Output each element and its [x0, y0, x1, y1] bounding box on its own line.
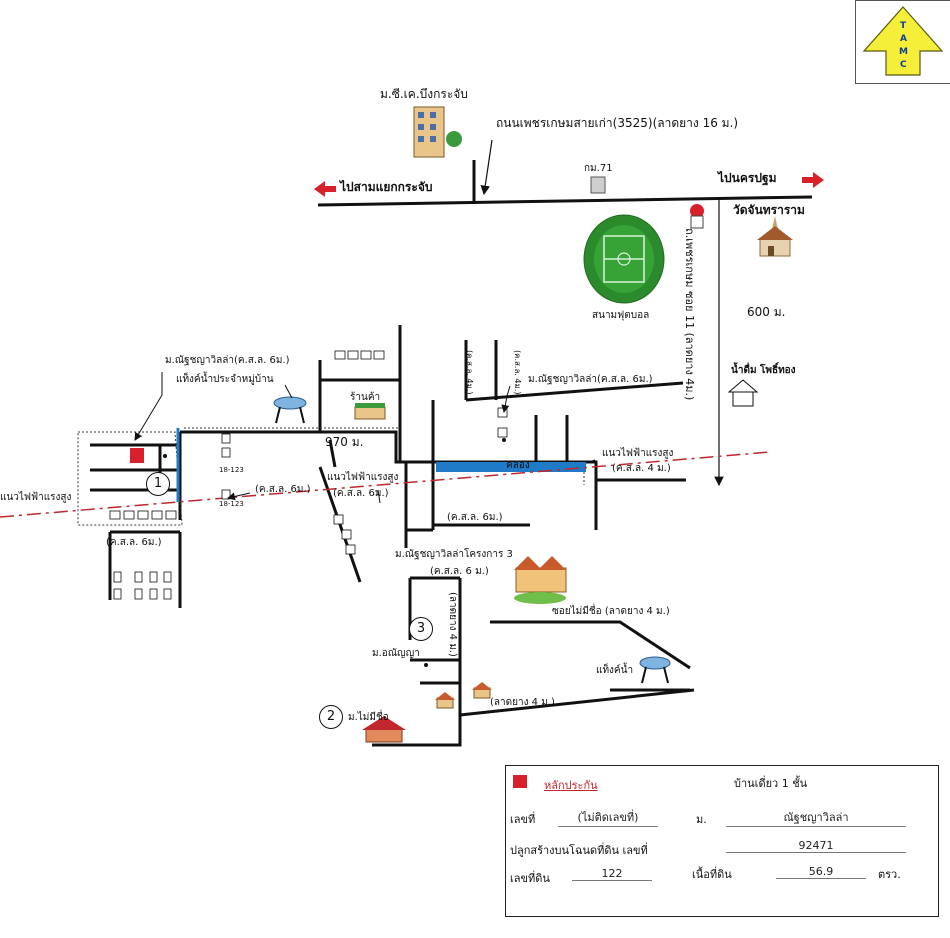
no-name-village-house-icon	[362, 716, 406, 743]
collateral-house-marker	[130, 448, 144, 463]
left-direction-arrow	[314, 181, 336, 197]
compass-letter-c: C	[900, 60, 907, 70]
road-network	[90, 325, 695, 747]
hv-line-right-label: แนวไฟฟ้าแรงสูง	[602, 448, 674, 459]
petchkasem-road-label: ถนนเพชรเกษมสายเก่า(3525)(ลาดยาง 16 ม.)	[496, 116, 739, 130]
to-sam-yaek-label: ไปสามแยกกระจับ	[340, 180, 433, 194]
canal-label: คลอง	[506, 460, 530, 471]
compass-letter-m: M	[899, 47, 908, 57]
marker-3: 3	[409, 617, 433, 641]
house-row-icons	[109, 350, 508, 600]
compass-letter-a: A	[900, 34, 907, 44]
stadium-label: สนามฟุตบอล	[592, 310, 650, 321]
km-post-icon	[590, 176, 606, 194]
stadium-icon	[583, 214, 665, 304]
laterite-4m-label-b: (ลาดยาง 4 ม.)	[490, 697, 555, 708]
area-value: 56.9	[776, 865, 866, 879]
house-code-label-1: 18-123	[219, 466, 244, 474]
km-post-label: กม.71	[584, 163, 613, 174]
moo-label: ม.	[696, 813, 707, 826]
water-tower-icon	[639, 656, 671, 684]
anyanya-house-icons	[435, 682, 492, 709]
road-6m-label-b: (ค.ส.ล. 6ม.)	[255, 484, 311, 495]
petchkasem-road	[317, 195, 813, 207]
compass-logo: T A M C	[855, 0, 950, 84]
mid-village-label: ม.ณัฐชญาวิลล่า(ค.ส.ล. 6ม.)	[528, 374, 653, 385]
house-no-value: (ไม่ติดเลขที่)	[558, 808, 658, 827]
water-shop-house-icon	[727, 379, 759, 407]
village-water-tower-label: แท็งค์น้ำประจำหมู่บ้าน	[176, 374, 274, 385]
to-nakhon-pathom-label: ไปนครปฐม	[718, 171, 777, 185]
temple-icon	[757, 216, 793, 257]
area-unit: ตรว.	[878, 868, 901, 881]
road-6m-label-d: (ค.ส.ล. 6ม.)	[106, 537, 162, 548]
marker-2: 2	[319, 705, 343, 729]
road-4m-label-c: (ค.ส.ล. 4 ม.)	[612, 463, 671, 474]
water-shop-label: น้ำดื่ม โพธิ์ทอง	[731, 365, 796, 376]
ck-village-building-icon	[413, 106, 462, 158]
shop-label: ร้านค้า	[350, 392, 381, 403]
laterite-4m-label-a: (ลาดยาง 4 ม.)	[447, 592, 458, 657]
project3-label: ม.ณัฐชญาวิลล่าโครงการ 3	[395, 549, 513, 560]
land-no-value: 122	[572, 867, 652, 881]
marker-1: 1	[146, 472, 170, 496]
main-village-label: ม.ณัฐชญาวิลล่า(ค.ส.ล. 6ม.)	[165, 355, 290, 366]
soi-no-name-label: ซอยไม่มีชื่อ (ลาดยาง 4 ม.)	[552, 606, 670, 617]
main-village-boundary	[77, 431, 183, 526]
property-legend: หลักประกัน บ้านเดี่ยว 1 ชั้น เลขที่ (ไม่…	[505, 765, 939, 917]
road-6m-label-c: (ค.ส.ล. 6ม.)	[447, 512, 503, 523]
right-direction-arrow	[802, 172, 824, 188]
area-label: เนื้อที่ดิน	[692, 868, 732, 881]
shop-icon	[354, 403, 386, 420]
collateral-label: หลักประกัน	[544, 779, 598, 792]
building-type: บ้านเดี่ยว 1 ชั้น	[734, 777, 808, 790]
distance-600-label: 600 ม.	[747, 305, 786, 319]
house-no-label: เลขที่	[510, 813, 536, 826]
water-tower-label: แท็งค์น้ำ	[596, 665, 634, 676]
distance-970-label: 970 ม.	[325, 435, 364, 449]
compass-letter-t: T	[900, 21, 907, 31]
canal	[436, 462, 586, 472]
project3-building-icon	[514, 556, 567, 604]
road-6m-label-a: (ค.ส.ล. 6ม.)	[333, 488, 389, 499]
collateral-color-swatch	[513, 775, 527, 788]
temple-label: วัดจันทราราม	[733, 203, 805, 217]
road-4m-label-b: (ค.ส.ล. 4ม.)	[513, 350, 522, 395]
ck-village-label: ม.ซี.เค.บึงกระจับ	[380, 87, 468, 101]
road-6-m-label: (ค.ส.ล. 6 ม.)	[430, 566, 489, 577]
deed-value: 92471	[726, 839, 906, 853]
village-water-tower-icon	[273, 396, 307, 424]
road-4m-label-a: (ค.ส.ล. 4ม.)	[465, 350, 474, 395]
hv-line-left-label: แนวไฟฟ้าแรงสูง	[0, 492, 72, 503]
hv-line-mid-label: แนวไฟฟ้าแรงสูง	[327, 472, 399, 483]
land-no-label: เลขที่ดิน	[510, 872, 550, 885]
soi-11-road-label: ถ.เพชรเกษม ซอย 11 (ลาดยาง 4ม.)	[683, 228, 696, 401]
high-voltage-line	[0, 451, 771, 518]
anyanya-label: ม.อณัญญา	[372, 648, 420, 659]
moo-value: ณัฐชญาวิลล่า	[726, 808, 906, 827]
deed-label: ปลูกสร้างบนโฉนดที่ดิน เลขที่	[510, 844, 648, 857]
no-name-village-label: ม.ไม่มีชื่อ	[348, 712, 389, 723]
house-code-label-2: 18-123	[219, 500, 244, 508]
traffic-sign-icon	[690, 204, 704, 229]
